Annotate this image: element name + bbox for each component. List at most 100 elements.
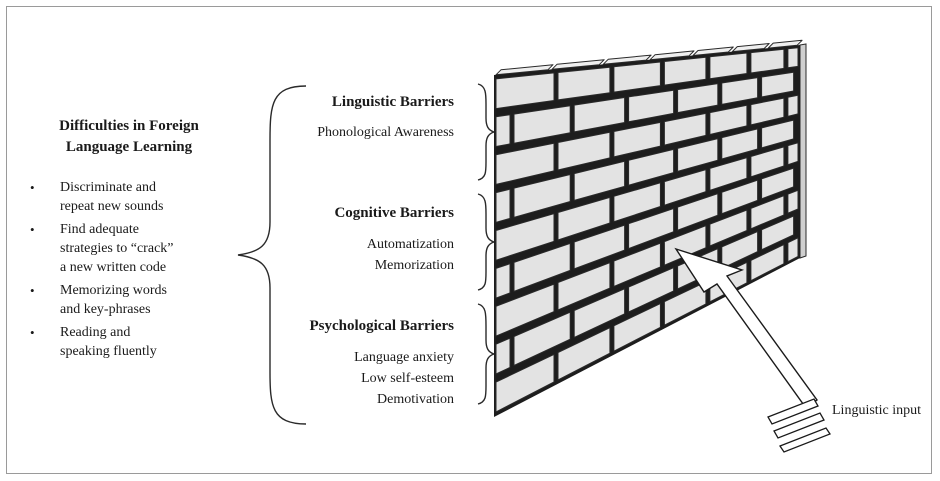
- linguistic-barriers-title: Linguistic Barriers: [331, 94, 454, 110]
- brick: [663, 112, 707, 146]
- difficulties-title: Difficulties in Foreign Language Learnin…: [22, 116, 236, 158]
- difficulty-item-3-line-1: Memorizing words: [60, 283, 167, 298]
- difficulty-item-4: Reading and speaking fluently: [30, 323, 240, 361]
- cognitive-barriers-title: Cognitive Barriers: [334, 205, 454, 221]
- psychological-barrier-item: Low self-esteem: [361, 371, 454, 386]
- brick: [677, 138, 719, 172]
- psychological-barrier-item: Language anxiety: [354, 350, 454, 365]
- cognitive-brace: [477, 193, 497, 291]
- linguistic-brace: [477, 83, 497, 181]
- brick: [613, 182, 661, 223]
- brick: [761, 167, 795, 200]
- difficulty-item-1-line-1: Discriminate and: [60, 180, 157, 195]
- arrow-stripe-3: [779, 427, 831, 453]
- difficulty-item-2: Find adequate strategies to “crack” a ne…: [30, 220, 240, 277]
- brick-top: [551, 59, 605, 70]
- brick: [495, 213, 555, 261]
- brick: [495, 283, 555, 337]
- brick: [513, 105, 571, 144]
- brick: [613, 303, 661, 352]
- psychological-barriers-list: Language anxiety Low self-esteem Demotiv…: [254, 347, 454, 410]
- brick: [750, 146, 785, 178]
- wall-side: [799, 43, 807, 259]
- brick: [513, 174, 571, 218]
- arrow-stripe-1: [767, 398, 819, 425]
- difficulty-item-2-line-2: strategies to “crack”: [60, 241, 174, 256]
- brick-top: [495, 64, 554, 76]
- brick: [709, 52, 748, 80]
- brick: [750, 195, 785, 230]
- brick: [495, 353, 555, 413]
- linguistic-barriers-list: Phonological Awareness: [254, 122, 454, 143]
- brick: [750, 48, 785, 74]
- brick: [761, 215, 795, 251]
- brick: [557, 327, 611, 381]
- brick: [495, 337, 511, 375]
- difficulties-title-line-1: Difficulties in Foreign: [59, 118, 199, 134]
- brick: [721, 231, 759, 269]
- brick: [613, 242, 661, 287]
- linguistic-input-label: Linguistic input: [832, 403, 922, 418]
- cognitive-barrier-item: Automatization: [366, 237, 454, 252]
- brick-top: [692, 46, 734, 56]
- difficulty-item-4-line-1: Reading and: [60, 325, 131, 340]
- brick: [677, 83, 719, 114]
- brick-top: [602, 54, 652, 65]
- brick: [573, 160, 626, 201]
- difficulty-item-1: Discriminate and repeat new sounds: [30, 178, 240, 216]
- brick: [787, 237, 799, 263]
- brick: [721, 77, 759, 105]
- brick-top: [731, 43, 770, 53]
- difficulty-item-1-line-2: repeat new sounds: [60, 199, 164, 214]
- brick: [663, 281, 707, 326]
- brick: [495, 142, 555, 185]
- brick: [628, 148, 675, 186]
- brick: [495, 114, 511, 147]
- cognitive-barrier-item: Memorization: [374, 258, 454, 273]
- big-brace: [237, 85, 307, 425]
- brick-top: [649, 50, 695, 61]
- brick: [613, 121, 661, 158]
- brick: [495, 188, 511, 223]
- brick: [573, 224, 626, 270]
- difficulty-item-2-line-1: Find adequate: [60, 222, 139, 237]
- brick: [613, 61, 661, 93]
- brick: [709, 104, 748, 135]
- brick: [557, 66, 611, 101]
- psychological-barrier-item: Demotivation: [377, 392, 454, 407]
- brick: [495, 72, 555, 110]
- brick: [663, 169, 707, 206]
- difficulty-item-2-line-3: a new written code: [60, 260, 167, 275]
- difficulties-title-line-2: Language Learning: [65, 139, 193, 155]
- brick-courses: [495, 39, 803, 413]
- arrow-stripe-2: [773, 412, 825, 439]
- difficulties-list: Discriminate and repeat new sounds Find …: [30, 178, 240, 365]
- brick: [750, 244, 785, 282]
- brick: [663, 225, 707, 266]
- brick: [787, 47, 799, 69]
- cognitive-barriers-list: Automatization Memorization: [254, 234, 454, 276]
- difficulty-item-3-line-2: and key-phrases: [60, 302, 151, 317]
- brick: [513, 242, 571, 292]
- brick: [750, 97, 785, 126]
- brick: [721, 128, 759, 160]
- brick: [628, 267, 675, 313]
- brick: [761, 71, 795, 98]
- brick: [495, 263, 511, 299]
- psychological-brace: [477, 303, 497, 405]
- brick: [663, 56, 707, 86]
- brick: [787, 94, 799, 117]
- difficulty-item-4-line-2: speaking fluently: [60, 344, 157, 359]
- brick: [573, 288, 626, 338]
- difficulty-item-3: Memorizing words and key-phrases: [30, 281, 240, 319]
- brick: [557, 131, 611, 171]
- linguistic-barrier-item: Phonological Awareness: [317, 125, 454, 140]
- brick: [787, 189, 799, 214]
- brick: [628, 208, 675, 250]
- input-arrow: [674, 247, 831, 453]
- brick: [787, 142, 799, 166]
- brick: [677, 193, 719, 231]
- brick: [709, 209, 748, 247]
- brick-top: [767, 39, 803, 49]
